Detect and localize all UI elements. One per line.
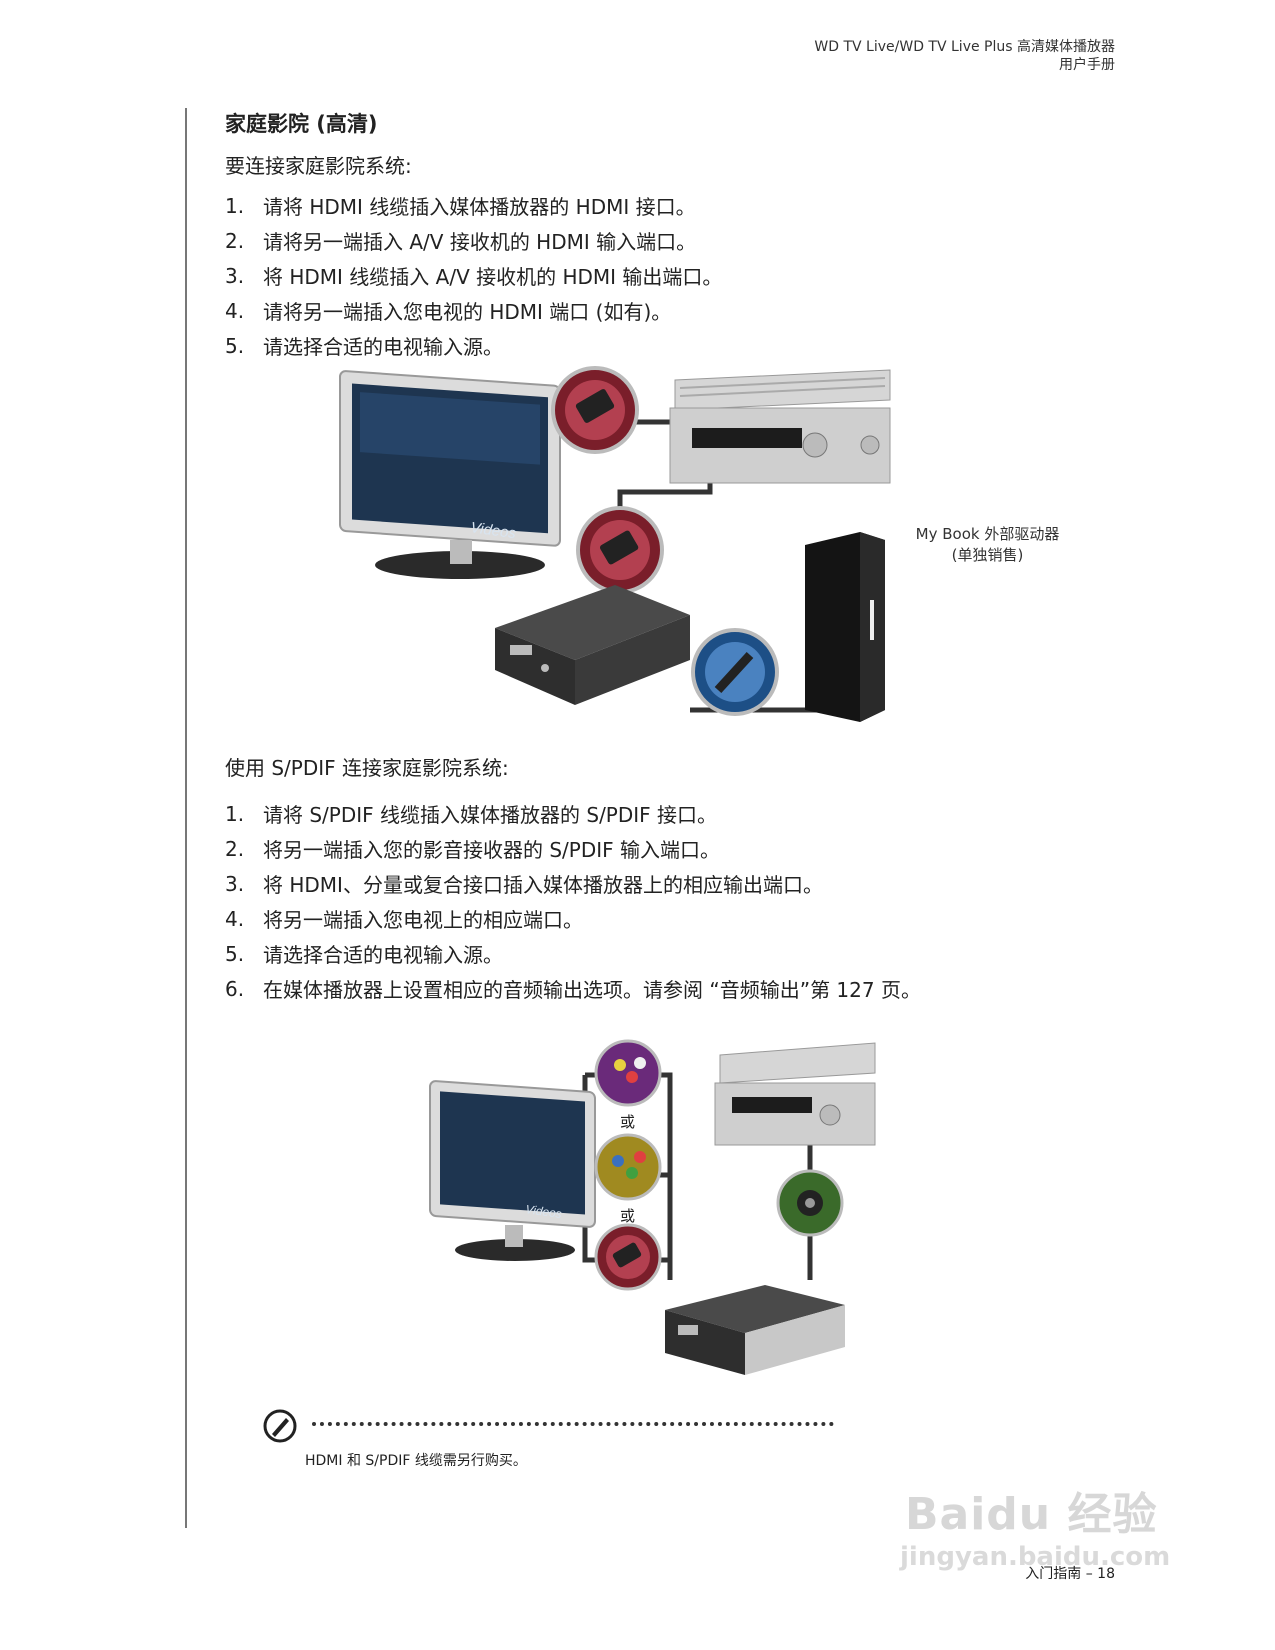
list-item: 5.请选择合适的电视输入源。: [225, 941, 503, 968]
section2-intro: 使用 S/PDIF 连接家庭影院系统:: [225, 756, 509, 780]
header-title: WD TV Live/WD TV Live Plus 高清媒体播放器: [814, 39, 1115, 55]
spdif-connection-diagram: Videos 或 或: [429, 1039, 876, 1375]
section-title: 家庭影院 (高清): [225, 112, 378, 136]
list-item: 2.请将另一端插入 A/V 接收机的 HDMI 输入端口。: [225, 228, 697, 255]
list-item: 4.请将另一端插入您电视的 HDMI 端口 (如有)。: [225, 298, 672, 325]
list-item: 1.请将 S/PDIF 线缆插入媒体播放器的 S/PDIF 接口。: [225, 801, 718, 828]
tv-icon: Videos: [339, 370, 561, 579]
spdif-cable-icon: [776, 1169, 844, 1237]
note-pencil-icon: [263, 1409, 297, 1443]
tv-icon: Videos: [429, 1080, 596, 1261]
media-player-icon: [665, 1285, 845, 1375]
watermark-logo: Baidu 经验: [905, 1489, 1158, 1540]
or-label: 或: [620, 1207, 635, 1225]
hdmi-connection-diagram: Videos: [339, 366, 891, 722]
list-item: 2.将另一端插入您的影音接收器的 S/PDIF 输入端口。: [225, 836, 721, 863]
tv-screen-text: Videos: [525, 1202, 563, 1221]
section-intro: 要连接家庭影院系统:: [225, 154, 412, 178]
component-cable-icon: [594, 1133, 662, 1201]
list-item: 4.将另一端插入您电视上的相应端口。: [225, 906, 583, 933]
watermark-url: jingyan.baidu.com: [900, 1542, 1171, 1572]
av-receiver-icon: [714, 1042, 876, 1146]
header-subtitle: 用户手册: [1059, 57, 1115, 73]
list-item: 3.将 HDMI、分量或复合接口插入媒体播放器上的相应输出端口。: [225, 871, 823, 898]
hdmi-cable-icon: [594, 1223, 662, 1291]
steps-list-1: 1.请将 HDMI 线缆插入媒体播放器的 HDMI 接口。 2.请将另一端插入 …: [225, 188, 722, 363]
list-item: 3.将 HDMI 线缆插入 A/V 接收机的 HDMI 输出端口。: [225, 263, 723, 290]
note-text: HDMI 和 S/PDIF 线缆需另行购买。: [305, 1453, 527, 1469]
list-item: 1.请将 HDMI 线缆插入媒体播放器的 HDMI 接口。: [225, 193, 696, 220]
page-footer: 入门指南 – 18: [1025, 1566, 1115, 1582]
drive-label: My Book 外部驱动器 (单独销售): [915, 525, 1060, 564]
tv-screen-text: Videos: [469, 519, 517, 542]
margin-rule: [185, 108, 187, 1528]
note-divider: [312, 1422, 834, 1426]
usb-cable-icon: [691, 628, 779, 716]
page-header: WD TV Live/WD TV Live Plus 高清媒体播放器 用户手册: [814, 38, 1115, 74]
media-player-icon: [495, 585, 690, 705]
hdmi-cable-icon: [576, 506, 664, 594]
or-label: 或: [620, 1113, 635, 1131]
list-item: 5.请选择合适的电视输入源。: [225, 333, 503, 360]
external-drive-icon: [805, 532, 885, 722]
hdmi-cable-icon: [551, 366, 639, 454]
av-receiver-icon: [669, 369, 891, 484]
steps-list-2: 1.请将 S/PDIF 线缆插入媒体播放器的 S/PDIF 接口。 2.将另一端…: [225, 796, 921, 1006]
composite-cable-icon: [594, 1039, 662, 1107]
list-item: 6.在媒体播放器上设置相应的音频输出选项。请参阅 “音频输出”第 127 页。: [225, 976, 921, 1003]
